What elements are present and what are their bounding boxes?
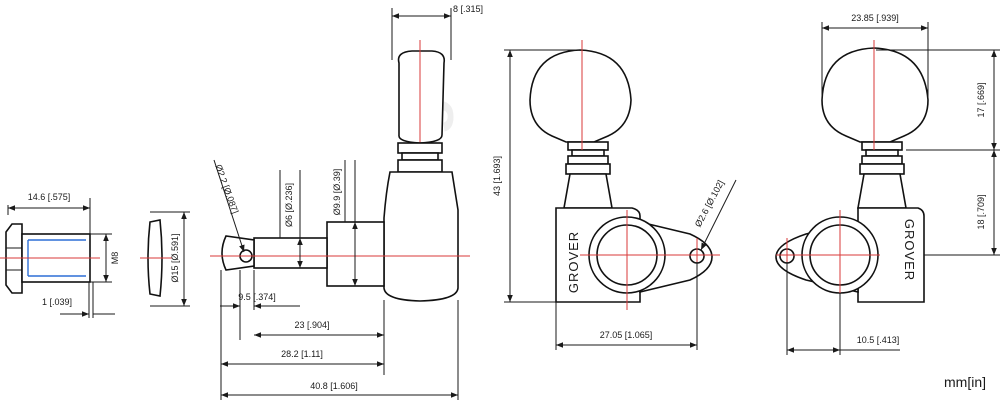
button-back-shape <box>821 47 929 143</box>
dim-hole-offset: 10.5 [.413] <box>857 335 900 345</box>
dim-button-height: 17 [.669] <box>976 82 986 117</box>
dim-bushing-diameter: Ø9.9 [Ø.39] <box>332 169 342 216</box>
dim-washer-diameter: Ø15 [Ø.591] <box>170 233 180 282</box>
button-side-shape <box>397 50 446 144</box>
dim-overall-length: 40.8 [1.606] <box>310 381 358 391</box>
dim-post-height: 18 [.709] <box>976 194 986 229</box>
units-label: mm[in] <box>944 374 986 390</box>
dim-shaft-diameter: Ø6 [Ø.236] <box>284 183 294 227</box>
dim-nut-length: 14.6 [.575] <box>28 192 71 202</box>
brand-text-back: GROVER <box>902 219 917 281</box>
dim-mount-hole: Ø2.6 [Ø.102] <box>693 178 726 228</box>
brand-text-front: GROVER <box>566 231 581 293</box>
tuner-back-view: GROVER 23.85 [.939] 17 [.669] 18 [.709] … <box>775 13 1000 355</box>
dim-overall-height: 43 [1.693] <box>492 156 502 196</box>
hex-nut-view: 14.6 [.575] M8 1 [.039] <box>0 192 120 318</box>
dim-pin-hole: Ø2.2 [Ø.087] <box>213 163 240 215</box>
dim-shaft-tip: 9.5 [.374] <box>238 292 276 302</box>
button-front-shape <box>529 49 632 143</box>
dim-button-width: 23.85 [.939] <box>851 13 899 23</box>
dim-housing-width: 27.05 [1.065] <box>600 330 653 340</box>
housing-back-shape <box>857 207 925 303</box>
dim-shaft-23: 23 [.904] <box>294 320 329 330</box>
dim-nut-thread: M8 <box>110 252 120 265</box>
shaft-shape <box>253 237 328 269</box>
tuner-side-view: 8 [.315] Ø2.2 [Ø.087] Ø6 [Ø.236] Ø9.9 [Ø… <box>210 4 483 400</box>
dim-washer-thickness: 1 [.039] <box>42 297 72 307</box>
washer-view: Ø15 [Ø.591] <box>140 211 190 307</box>
dim-button-thickness: 8 [.315] <box>453 4 483 14</box>
dim-shaft-28: 28.2 [1.11] <box>281 349 323 359</box>
housing-side-shape <box>383 171 459 302</box>
collar-shape <box>397 142 443 154</box>
tuner-front-view: GROVER 43 [1.693] Ø2.6 [Ø.102] 27.05 [1.… <box>492 40 737 350</box>
